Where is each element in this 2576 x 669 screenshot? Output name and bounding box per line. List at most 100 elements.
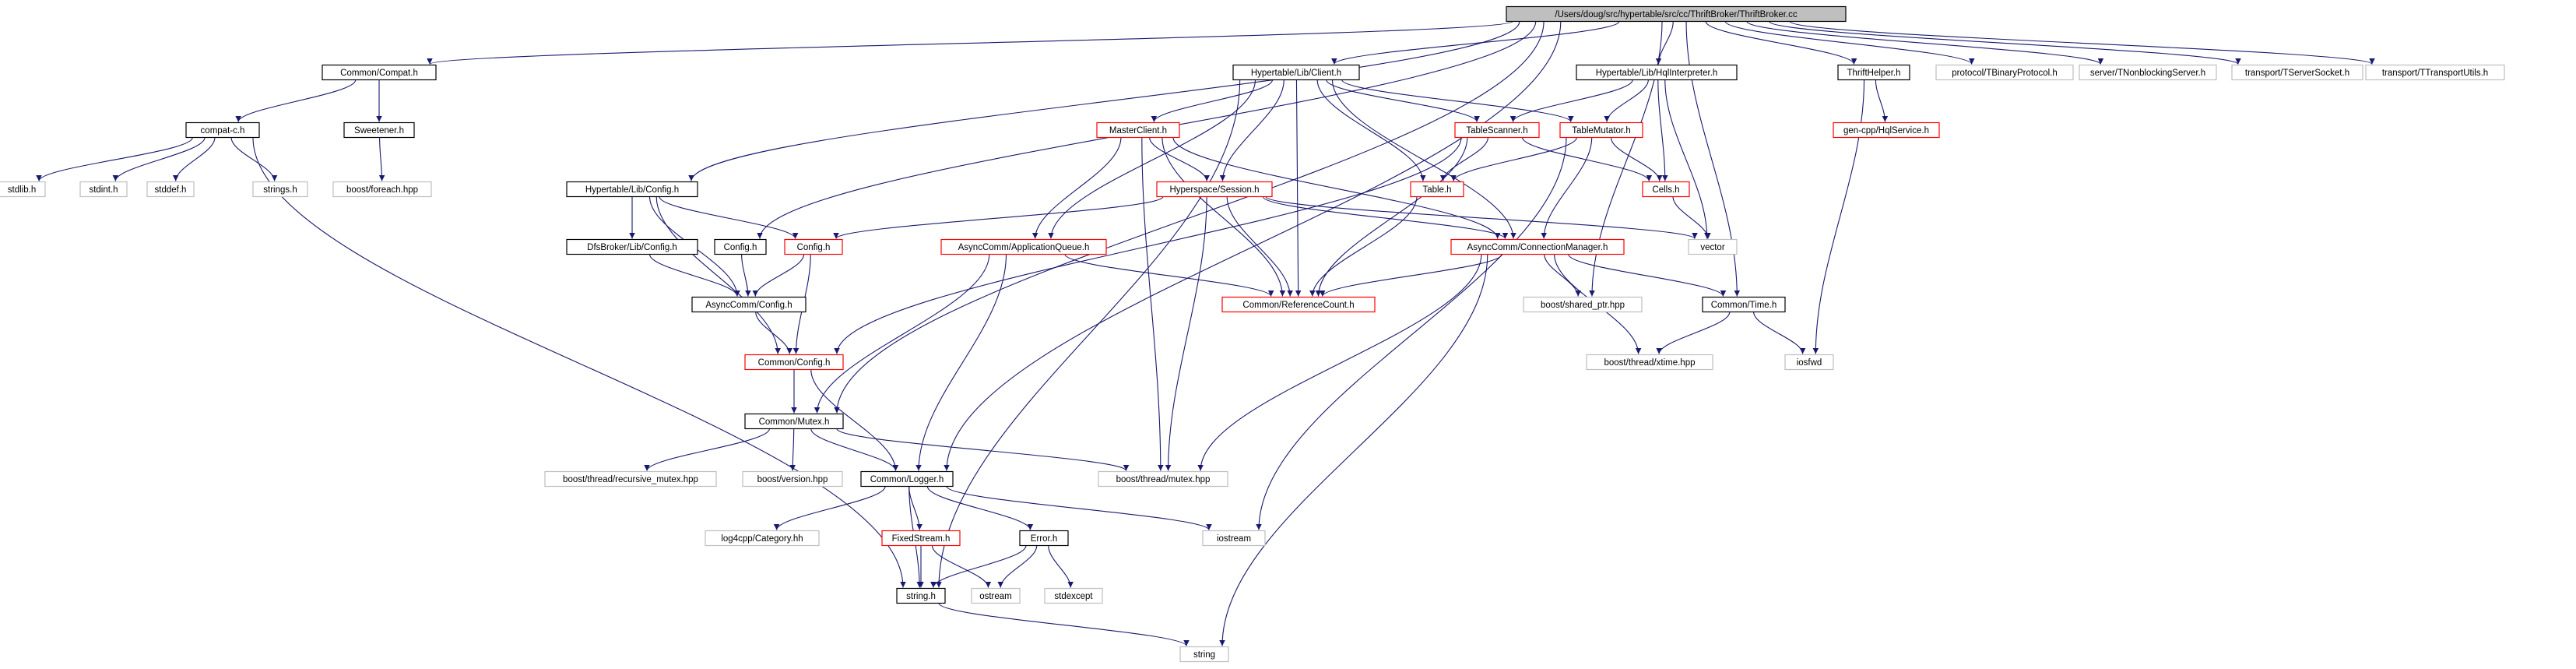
node-stdexcept-box (1044, 587, 1103, 604)
node-stringh[interactable]: string.h (896, 587, 946, 604)
node-configred[interactable]: Config.h (784, 238, 843, 255)
node-thelper[interactable]: ThriftHelper.h (1837, 64, 1910, 81)
node-vector-box (1688, 238, 1738, 255)
node-stdint: stdint.h (79, 181, 128, 198)
edge-client-to-stringh (936, 79, 1241, 588)
node-ctime[interactable]: Common/Time.h (1702, 296, 1786, 313)
node-cells[interactable]: Cells.h (1642, 181, 1690, 198)
node-version: boost/version.hpp (742, 470, 843, 488)
node-logger-label: Common/Logger.h (870, 475, 944, 484)
edge-appq-to-refcount (1064, 254, 1274, 297)
node-foreach-box (332, 181, 432, 198)
node-client-box (1232, 64, 1360, 81)
edge-cconfig-to-logger (810, 369, 899, 471)
node-iostream-label: iostream (1217, 534, 1251, 544)
edge-cells-to-vector (1672, 196, 1711, 239)
node-sweetener[interactable]: Sweetener.h (343, 121, 415, 139)
node-mutex[interactable]: Common/Mutex.h (744, 413, 844, 430)
node-mutator-box (1559, 121, 1643, 139)
node-tbinary-box (1935, 64, 2074, 81)
node-tbinary: protocol/TBinaryProtocol.h (1935, 64, 2074, 81)
edge-root-to-hql (1655, 21, 1674, 65)
edge-logger-to-error (926, 486, 1034, 530)
node-log4-label: log4cpp/Category.hh (721, 534, 803, 544)
node-string-box (1179, 646, 1229, 663)
edge-thelper-to-hqlservice (1875, 79, 1889, 122)
node-logger[interactable]: Common/Logger.h (860, 470, 954, 488)
node-table-label: Table.h (1422, 185, 1451, 195)
node-tsocket-label: transport/TServerSocket.h (2245, 69, 2349, 78)
node-compat-label: Common/Compat.h (340, 69, 418, 78)
node-tnonblock-label: server/TNonblockingServer.h (2090, 69, 2205, 78)
edge-connmgr-to-ctime (1568, 254, 1727, 297)
node-compatc[interactable]: compat-c.h (185, 121, 260, 139)
node-error-box (1019, 530, 1069, 547)
node-sharedptr-label: boost/shared_ptr.hpp (1541, 301, 1625, 310)
edge-ctime-to-xtime (1656, 312, 1731, 354)
node-iosfwd: iosfwd (1784, 354, 1834, 371)
edge-compatc-to-strings (230, 137, 278, 181)
node-ctime-box (1702, 296, 1786, 313)
node-sweetener-box (343, 121, 415, 139)
node-log4-box (705, 530, 820, 547)
node-version-box (742, 470, 843, 488)
node-mutator[interactable]: TableMutator.h (1559, 121, 1643, 139)
node-error[interactable]: Error.h (1019, 530, 1069, 547)
node-scanner[interactable]: TableScanner.h (1454, 121, 1540, 139)
node-config-box (714, 238, 767, 255)
node-table[interactable]: Table.h (1410, 181, 1464, 198)
node-fixed[interactable]: FixedStream.h (881, 530, 961, 547)
node-config[interactable]: Config.h (714, 238, 767, 255)
edge-master-to-session (1149, 137, 1211, 181)
node-client[interactable]: Hypertable/Lib/Client.h (1232, 64, 1360, 81)
node-string-label: string (1193, 650, 1215, 660)
node-ctime-label: Common/Time.h (1711, 301, 1777, 310)
edge-configred-to-acconfig (752, 254, 805, 297)
edge-compatc-to-stringh (252, 137, 906, 588)
node-libconfig[interactable]: Hypertable/Lib/Config.h (566, 181, 698, 198)
node-session[interactable]: Hyperspace/Session.h (1156, 181, 1273, 198)
node-iostream: iostream (1202, 530, 1266, 547)
node-appq[interactable]: AsyncComm/ApplicationQueue.h (940, 238, 1107, 255)
node-hql[interactable]: Hypertable/Lib/HqlInterpreter.h (1576, 64, 1738, 81)
node-strings-box (252, 181, 308, 198)
node-acconfig[interactable]: AsyncComm/Config.h (691, 296, 807, 313)
node-configred-label: Config.h (797, 243, 831, 252)
edge-thelper-to-iosfwd (1812, 79, 1865, 354)
node-xtime: boost/thread/xtime.hpp (1586, 354, 1713, 371)
node-hqlservice[interactable]: gen-cpp/HqlService.h (1833, 121, 1940, 139)
node-tutils: transport/TTransportUtils.h (2365, 64, 2505, 81)
edge-session-to-vector (1265, 196, 1698, 239)
node-hqlservice-box (1833, 121, 1940, 139)
node-stdlib-box (0, 181, 46, 198)
edge-session-to-refcount (1226, 196, 1294, 297)
node-refcount[interactable]: Common/ReferenceCount.h (1221, 296, 1376, 313)
edge-session-to-bmutex (1165, 196, 1207, 471)
node-master[interactable]: MasterClient.h (1096, 121, 1180, 139)
node-root[interactable]: /Users/doug/src/hypertable/src/cc/Thrift… (1506, 5, 1847, 23)
node-compat[interactable]: Common/Compat.h (322, 64, 437, 81)
edge-error-to-stringh (930, 545, 1027, 588)
edge-mutator-to-connmgr (1541, 137, 1593, 239)
node-configred-box (784, 238, 843, 255)
edge-mutex-to-logger (810, 428, 899, 471)
edge-client-to-master (1151, 79, 1274, 122)
node-iosfwd-box (1784, 354, 1834, 371)
edge-table-to-refcount (1309, 196, 1418, 297)
node-connmgr[interactable]: AsyncComm/ConnectionManager.h (1450, 238, 1625, 255)
node-stdexcept: stdexcept (1044, 587, 1103, 604)
edge-libconfig-to-cconfig (655, 196, 782, 354)
node-stdint-box (79, 181, 128, 198)
edge-sweetener-to-foreach (378, 137, 385, 181)
edge-scanner-to-table (1439, 137, 1488, 181)
node-dfsconfig[interactable]: DfsBroker/Lib/Config.h (566, 238, 698, 255)
edge-root-to-tutils (1789, 21, 2375, 65)
edge-scanner-to-refcount (1315, 137, 1468, 297)
edge-client-to-mutator (1341, 79, 1574, 122)
edge-stringh-to-string (938, 603, 1190, 646)
node-scanner-box (1454, 121, 1540, 139)
node-strings: strings.h (252, 181, 308, 198)
node-cconfig[interactable]: Common/Config.h (744, 354, 844, 371)
edge-master-to-connmgr (1172, 137, 1501, 239)
